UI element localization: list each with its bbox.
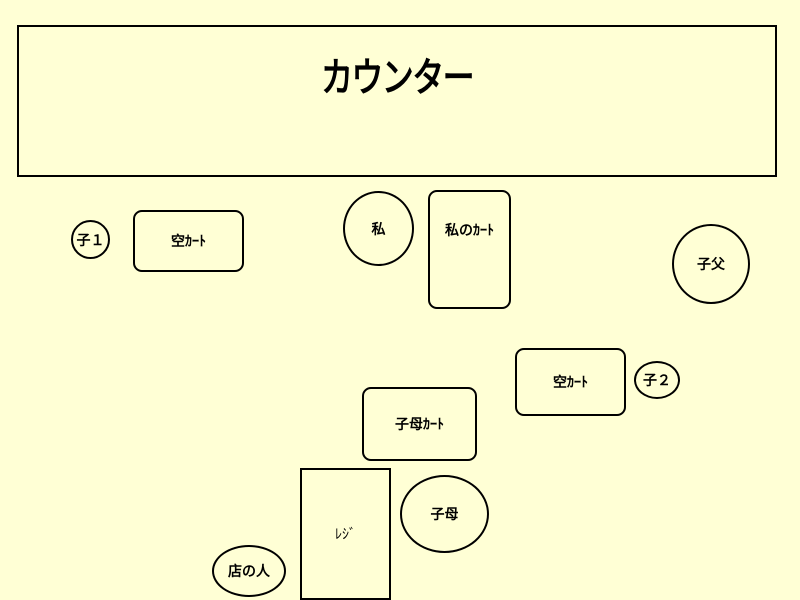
register-label: ﾚｼﾞ — [335, 527, 356, 543]
counter-label: カウンター — [321, 55, 475, 101]
person-father: 子父 — [672, 224, 750, 304]
person-me: 私 — [343, 191, 414, 266]
person-label: 私 — [371, 221, 386, 238]
cart-label: 子母ｶｰﾄ — [395, 417, 444, 433]
person-clerk: 店の人 — [212, 545, 286, 597]
register: ﾚｼﾞ — [300, 468, 391, 600]
person-child2: 子２ — [634, 361, 680, 399]
cart-label: 空ｶｰﾄ — [553, 375, 588, 391]
cart-label: 私のｶｰﾄ — [445, 223, 494, 239]
person-label: 子母 — [430, 507, 459, 523]
counter: カウンター — [17, 25, 777, 177]
cart-mother: 子母ｶｰﾄ — [362, 387, 477, 461]
person-label: 子父 — [697, 257, 725, 273]
person-label: 店の人 — [228, 564, 270, 580]
person-mother: 子母 — [400, 475, 489, 553]
person-child1: 子１ — [71, 220, 110, 259]
person-label: 子２ — [643, 373, 671, 389]
cart-empty-right: 空ｶｰﾄ — [515, 348, 626, 416]
cart-mine: 私のｶｰﾄ — [428, 190, 511, 309]
cart-empty-left: 空ｶｰﾄ — [133, 210, 244, 272]
cart-label: 空ｶｰﾄ — [171, 234, 206, 250]
person-label: 子１ — [76, 232, 105, 249]
